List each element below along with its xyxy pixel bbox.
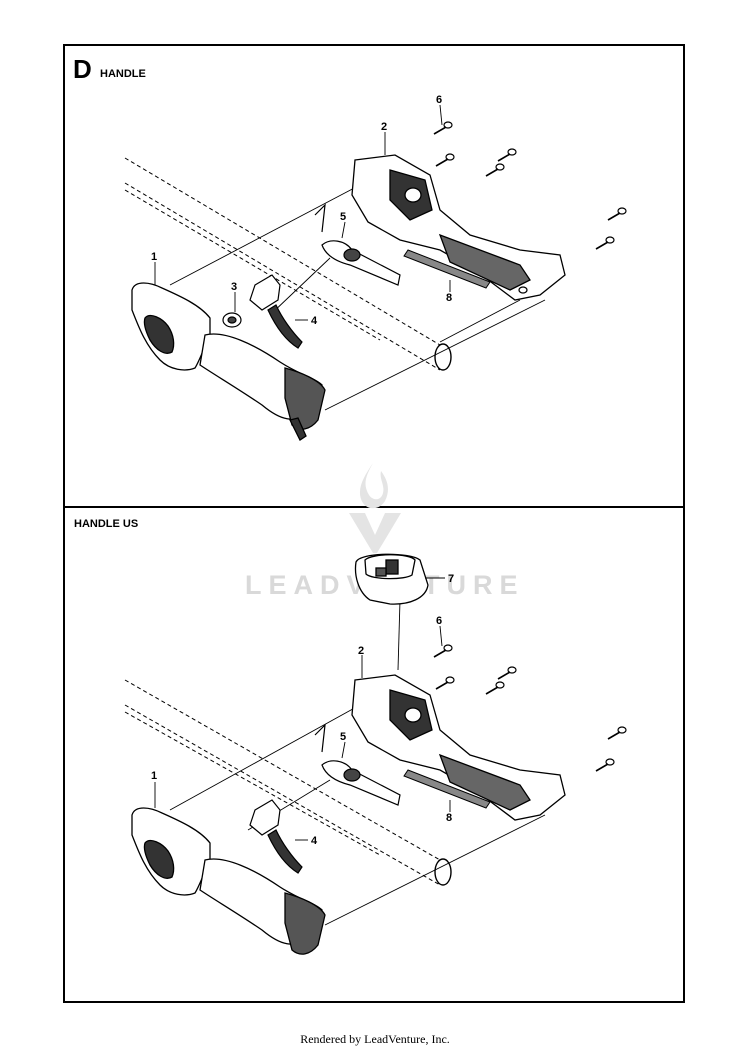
rear-handle-part-us — [131, 807, 326, 955]
callout-4-us: 4 — [311, 835, 318, 847]
trigger-part — [249, 274, 303, 349]
rear-handle-part — [131, 282, 326, 441]
cover-strip-part-us — [403, 769, 491, 809]
callout-2: 2 — [381, 121, 387, 133]
cover-strip-part — [403, 249, 491, 289]
section-handle-drawing: 6 2 1 3 4 5 8 — [124, 94, 627, 441]
callout-4: 4 — [311, 315, 318, 327]
switch-part-us — [314, 723, 401, 806]
callout-6: 6 — [436, 94, 442, 106]
callout-2-us: 2 — [358, 645, 364, 657]
footer-credit: Rendered by LeadVenture, Inc. — [300, 1032, 450, 1046]
section-handle-us-drawing: 6 2 1 4 5 8 7 — [124, 553, 627, 955]
switch-module-part — [354, 553, 429, 605]
callout-1-us: 1 — [151, 770, 157, 782]
callout-6-us: 6 — [436, 615, 442, 627]
switch-part — [314, 203, 401, 286]
front-housing-part — [351, 154, 566, 301]
callout-8-us: 8 — [446, 812, 452, 824]
callout-7-us: 7 — [448, 573, 454, 585]
section-title-handle-us: HANDLE US — [74, 518, 139, 530]
trigger-part-us — [249, 799, 303, 874]
section-letter: D — [73, 54, 92, 84]
callout-1: 1 — [151, 251, 157, 263]
callout-5-us: 5 — [340, 731, 346, 743]
watermark-logo — [349, 463, 401, 553]
throttle-spring-part — [222, 312, 242, 328]
callout-8: 8 — [446, 292, 452, 304]
front-housing-part-us — [351, 674, 566, 821]
section-title-handle: HANDLE — [100, 68, 146, 80]
diagram-frame — [63, 44, 685, 1003]
callout-5: 5 — [340, 211, 346, 223]
callout-3: 3 — [231, 281, 237, 293]
